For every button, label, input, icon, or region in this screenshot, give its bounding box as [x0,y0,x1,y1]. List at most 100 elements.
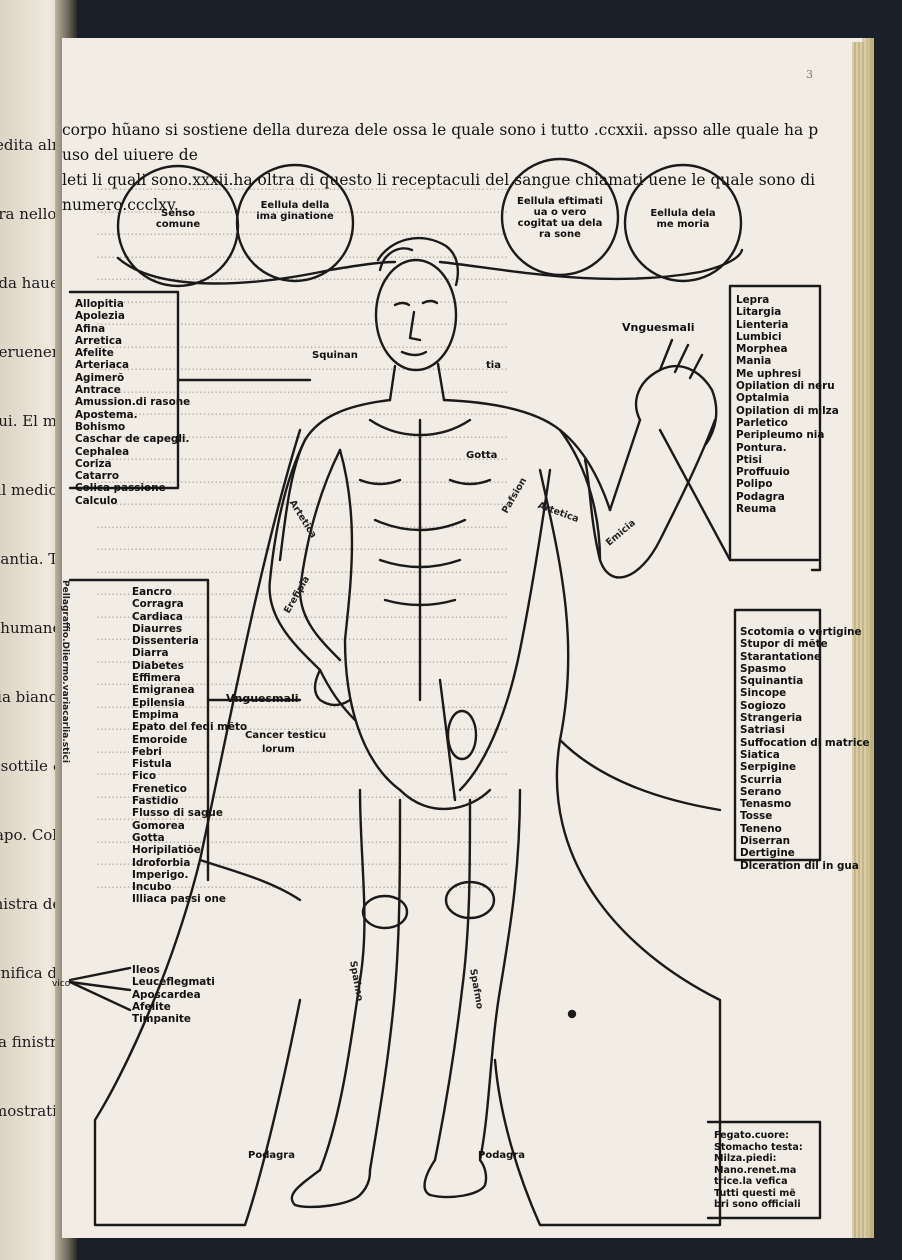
disease-item: Teneno [740,822,782,835]
disease-item: Timpanite [132,1013,191,1026]
bracket-mid-right [733,608,822,862]
page-edges [852,42,866,1238]
disease-item: Idroforbia [132,856,191,869]
disease-item: Epato del fedi mẽto [132,721,248,734]
disease-item: Emigranea [132,684,195,697]
disease-item: Peripleumo nia [736,429,825,442]
disease-item: Squinantia [740,675,804,688]
bracket-mid-left [68,578,210,882]
label-vico: vico [52,979,71,989]
disease-item: Parletico [736,416,788,429]
disease-item: Sogiozo [740,699,786,712]
disease-item: Apolezia [75,310,125,323]
figure-neck [388,362,446,402]
organ-line: Mano.renet.ma [714,1164,797,1176]
disease-item: Ileos [132,964,160,976]
disease-item: Diaurres [132,622,183,635]
figure-torso [278,398,612,562]
disease-item: Dlceration dil in gua [740,859,859,872]
figure-right-arm [558,418,717,579]
disease-item: Pontura. [736,441,787,454]
disease-item: Illiaca passi one [132,893,226,906]
label-cancer: Cancer testicu [245,730,327,741]
disease-item: Ptisi [736,453,762,466]
disease-item: Proffuuio [736,466,790,479]
figure-head [374,258,458,372]
line-head-right [438,248,744,281]
figure-left-leg [318,788,402,1172]
disease-item: Leuceflegmati [132,976,215,989]
disease-item: Opilation di neru [736,380,835,393]
disease-item: Aposcardea [132,988,201,1001]
disease-item: Cardiaca [132,610,183,623]
disease-item: Fastidio [132,795,179,808]
figure-left-arm [268,438,357,722]
figure-right-foot [423,1158,488,1199]
disease-item: Diarra [132,647,169,660]
disease-item: Eancro [132,586,172,598]
disease-item: Serano [740,785,782,798]
disease-item: Starantatione [740,650,822,663]
disease-item: Gotta [132,831,165,844]
bracket-connector [658,428,732,562]
disease-item: Apostema. [75,408,138,421]
organ-line: Tutti questi mẽ [714,1187,796,1199]
disease-item: Tosse [740,810,773,823]
disease-item: Fico [132,770,156,783]
disease-item: Amussion.di rasone [75,396,191,409]
disease-item: Empima [132,708,179,721]
disease-item: Bohismo [75,420,126,433]
label-lorum: lorum [262,744,295,755]
disease-item: Lienteria [736,318,789,331]
left-line: aira nellob [0,205,66,223]
disease-list-left-mid: Eancro Corragra Cardiaca Diaurres Dissen… [132,586,247,906]
disease-item: Coriza [75,457,112,470]
disease-item: Serpigine [740,761,797,774]
line-head-left [116,256,397,285]
bracket-bottom-right [706,1120,822,1220]
left-line: soperuenem [0,343,66,361]
disease-item: Calculo [75,494,118,507]
disease-item: Incubo [132,881,172,894]
disease-item: Optalmia [736,392,790,405]
figure-hips [398,788,492,811]
label-unguesmali-mid: Vnguesmali [226,692,299,705]
disease-item: Diserran [740,835,791,848]
disease-item: Afelite [132,1000,171,1013]
disease-item: Febri [132,745,162,758]
label-gotta: Gotta [466,450,498,461]
bracket-top-left [68,290,180,490]
left-knee [361,894,409,930]
disease-item: Siatica [740,748,780,761]
header-line-1: corpo hũano si sostiene della dureza del… [62,121,819,164]
circle-estimativa [500,157,620,277]
disease-item: Flusso di sague [132,807,223,820]
disease-item: Dissenteria [132,635,199,648]
cape-outline [93,428,302,1227]
bottom-left-pointer [68,966,132,1012]
disease-item: Allopitia [75,298,124,310]
disease-item: Cephalea [75,445,130,458]
left-line: po humano. [0,619,66,637]
left-line: a la finistra [0,1033,66,1051]
left-line: demostratio [0,1102,66,1120]
organ-line: bri sono officiali [714,1199,801,1210]
disease-item: Morphea [736,343,788,356]
circle-imaginatione [235,163,355,283]
vertical-margin-text: Pellagraffio.Dliermo.variacarlia.stici [60,580,70,763]
disease-item: Sincope [740,687,787,700]
disease-list-right-top: Lepra Litargia Lienteria Lumbici Morphea… [736,294,839,515]
label-podagra-right: Podagra [478,1150,525,1161]
disease-item: Imperigo. [132,868,189,881]
disease-item: Stupor di mẽte [740,638,828,651]
left-line: turbida hauer [0,274,66,292]
left-line: arria bianca [0,688,66,706]
disease-item: Caschar de capegli. [75,433,190,446]
disease-item: Frenetico [132,782,187,795]
folio-number: 3 [806,68,813,81]
disease-item: Antrace [75,384,121,397]
disease-item: Gomorea [132,819,185,832]
right-knee [444,880,496,920]
left-line: e il medico [0,481,66,499]
